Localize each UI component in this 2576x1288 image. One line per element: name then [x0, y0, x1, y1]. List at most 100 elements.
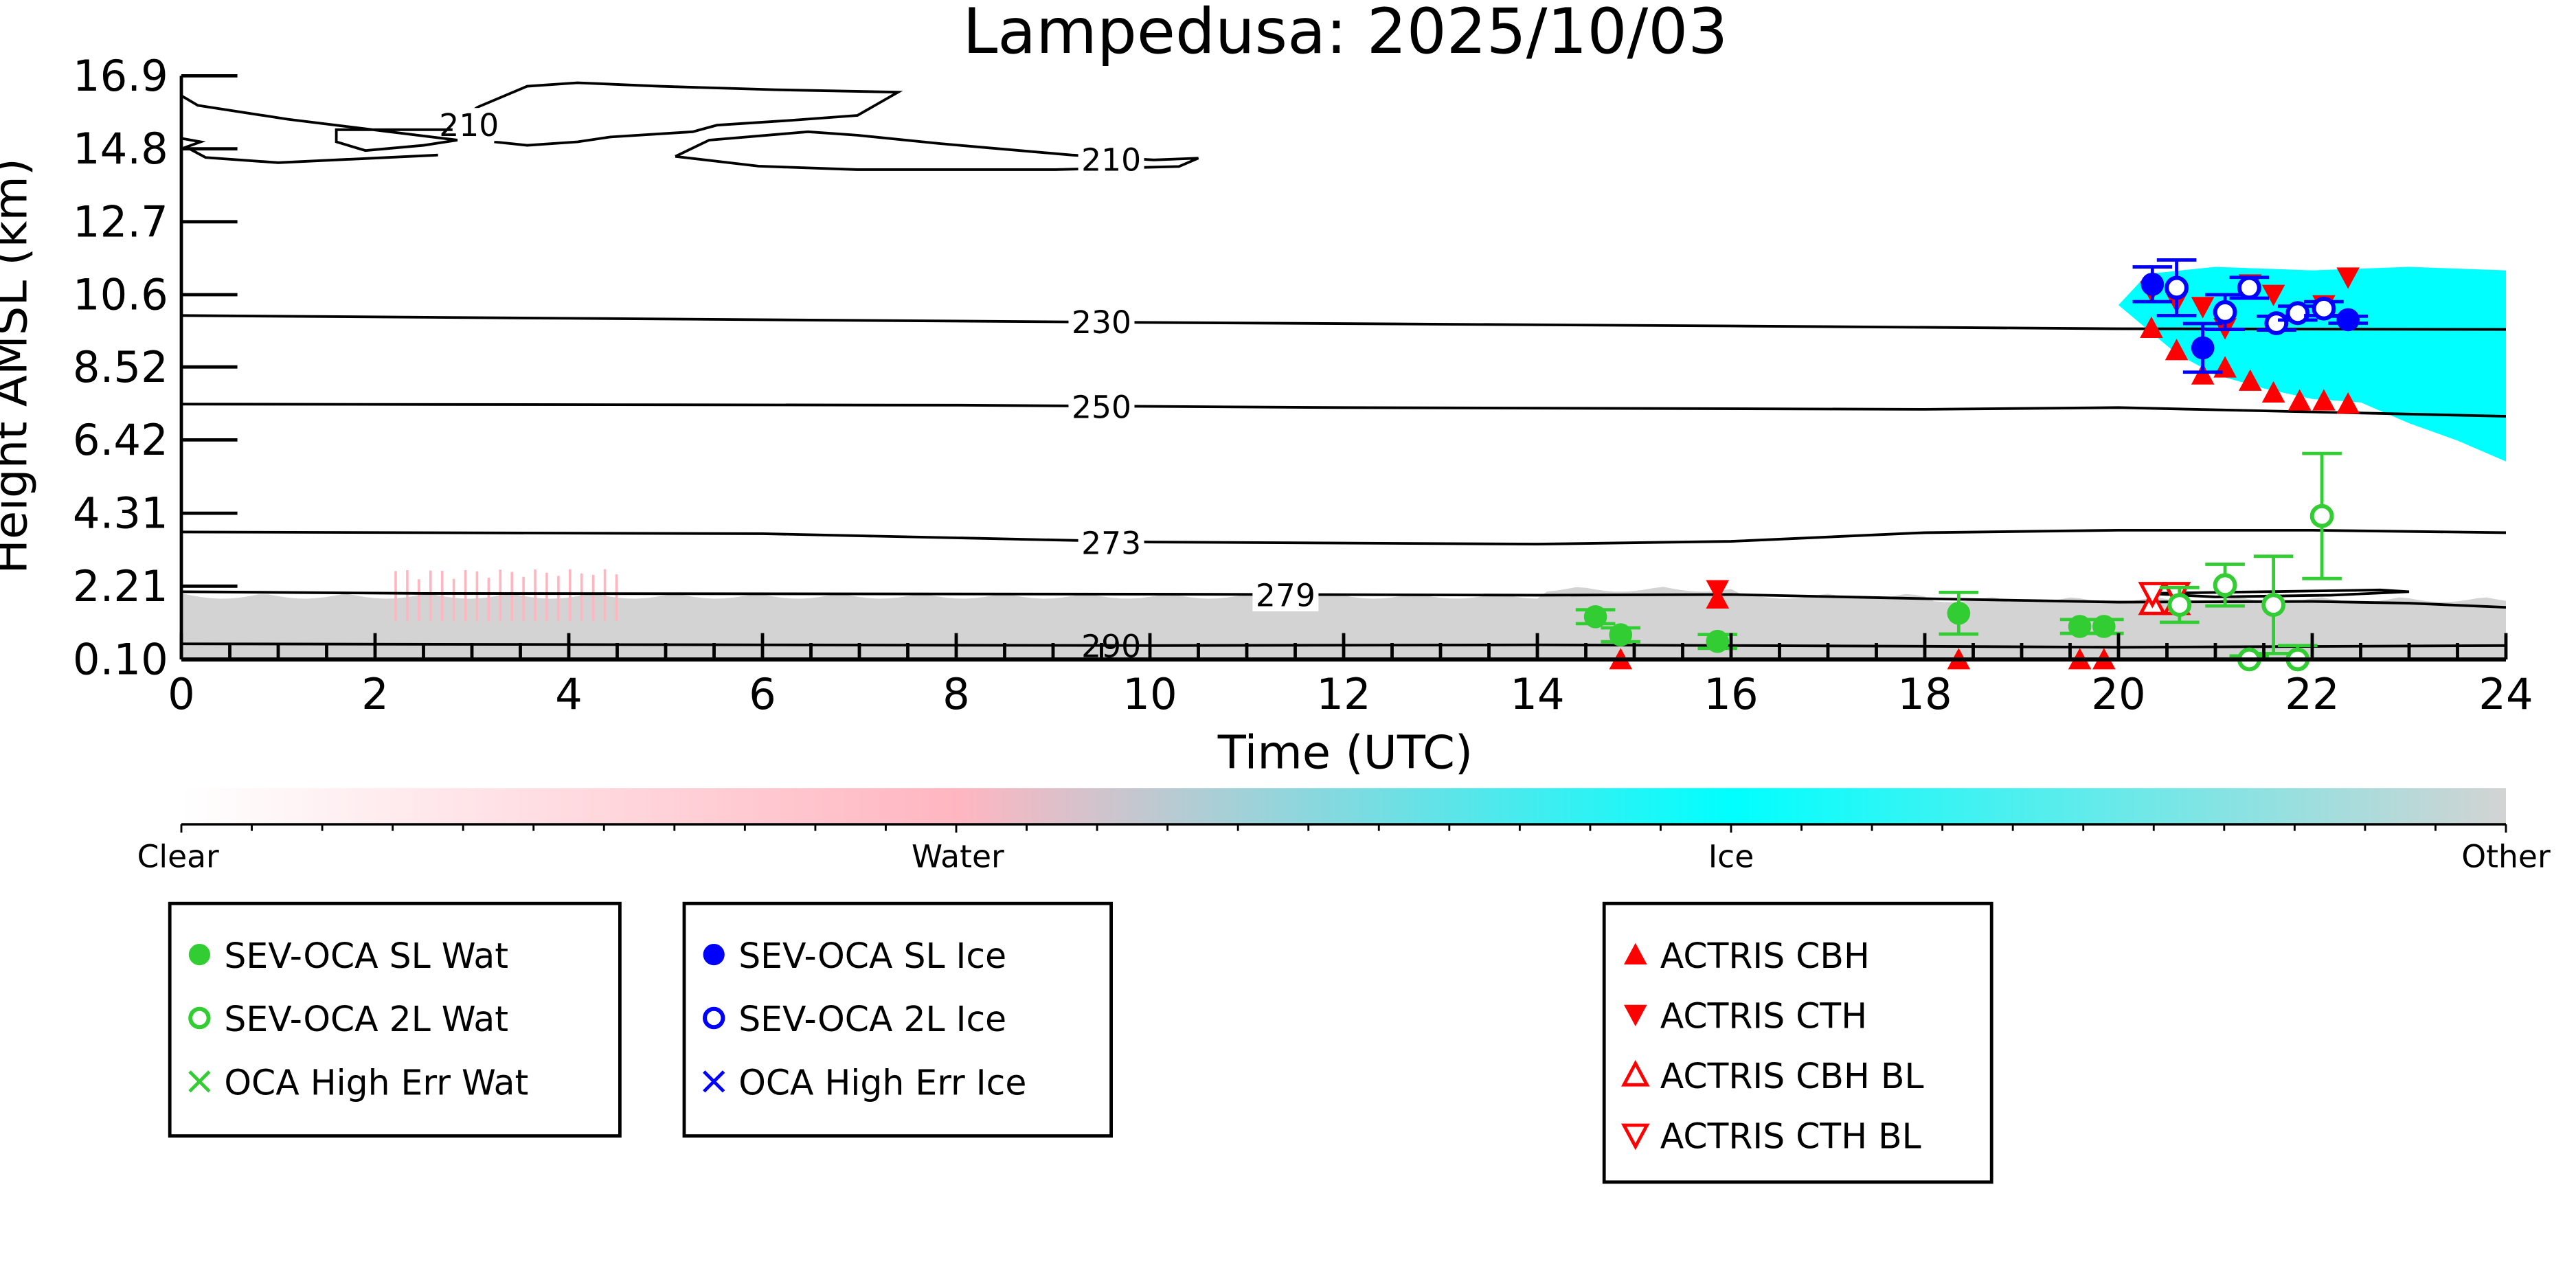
contour-label-bg: [1078, 526, 1144, 559]
legend-label: ACTRIS CBH: [1660, 936, 1870, 976]
x-tick-label: 10: [1122, 669, 1177, 719]
triangle-up-filled-marker: [1624, 942, 1647, 964]
colorbar-label-other: Other: [2461, 838, 2551, 874]
legend-label: OCA High Err Wat: [224, 1063, 528, 1103]
water-class-streak: [615, 574, 618, 622]
circle-open-marker: [703, 1006, 725, 1030]
triangle-down-filled-marker: [1624, 1004, 1647, 1026]
water-class-streak: [475, 571, 479, 622]
triangle-down-filled-marker: [2261, 284, 2285, 306]
circle-open-marker: [2237, 275, 2261, 300]
legend-item: ACTRIS CBH BL: [1620, 1056, 1924, 1096]
water-class-streak: [452, 578, 455, 622]
colorbar-gradient: [181, 788, 2506, 824]
y-tick-label: 14.8: [73, 124, 168, 174]
triangle-up-filled-marker: [2312, 389, 2336, 411]
water-class-streak: [510, 572, 513, 622]
contour-label: 279: [1256, 578, 1315, 614]
x-tick-label: 14: [1510, 669, 1564, 719]
circle-open-marker: [2261, 593, 2285, 618]
legend-item: SEV-OCA 2L Wat: [188, 999, 508, 1039]
y-tick-label: 2.21: [73, 561, 168, 611]
contour-label: 250: [1072, 389, 1131, 426]
contour-line: [181, 314, 2506, 331]
water-class-streak: [557, 576, 560, 622]
contour-label: 290: [1081, 629, 1141, 665]
legend-label: SEV-OCA 2L Wat: [224, 999, 508, 1039]
data-markers: [1575, 258, 2368, 672]
triangle-up-open-marker: [1620, 1059, 1650, 1087]
contour-label-bg: [1068, 305, 1135, 339]
legend-item: ACTRIS CTH: [1624, 995, 1867, 1036]
x-tick-label: 20: [2091, 669, 2145, 719]
circle-open-marker: [2264, 311, 2289, 335]
water-class-streak: [569, 569, 572, 622]
triangle-up-filled-marker: [2165, 339, 2189, 361]
water-class-streak: [440, 570, 444, 622]
y-tick-label: 12.7: [73, 196, 168, 247]
y-tick-label: 4.31: [73, 488, 168, 539]
triangle-up-filled-marker: [2140, 316, 2163, 338]
circle-open-marker: [2213, 300, 2237, 324]
legend-item: ACTRIS CTH BL: [1620, 1116, 1921, 1157]
legend-actris-box: [1602, 901, 1993, 1184]
legend-water-box: [168, 901, 622, 1138]
y-axis-label: Height AMSL (km): [0, 158, 37, 574]
water-class-streak: [464, 569, 467, 622]
contour-label: 210: [439, 107, 499, 144]
circle-open-marker: [2309, 504, 2334, 528]
x-axis-label: Time (UTC): [1217, 725, 1473, 779]
contour-label-bg: [1068, 389, 1135, 423]
x-tick-label: 18: [1897, 669, 1952, 719]
legend-label: OCA High Err Ice: [738, 1063, 1026, 1103]
circle-filled-marker: [1583, 605, 1607, 629]
contour-line: [181, 403, 2506, 418]
circle-filled-marker: [2336, 308, 2360, 332]
chart-title: Lampedusa: 2025/10/03: [962, 0, 1728, 68]
water-class-streak: [499, 569, 502, 622]
colorbar-ticks: [180, 824, 2507, 833]
x-tick-label: 2: [361, 669, 389, 719]
legend-item: ACTRIS CBH: [1624, 936, 1870, 976]
triangle-up-filled-marker: [2336, 392, 2360, 414]
water-class-streak: [603, 569, 607, 622]
legend-label: ACTRIS CBH BL: [1660, 1056, 1924, 1096]
water-class-streak: [487, 578, 490, 622]
water-class-streak: [394, 571, 397, 622]
x-tick-label: 24: [2478, 669, 2533, 719]
y-tick-label: 6.42: [73, 415, 168, 465]
colorbar: Clear Water Ice Other: [137, 788, 2551, 874]
legend-ice-box: [682, 901, 1113, 1138]
contour-line: [181, 94, 458, 152]
triangle-down-filled-marker: [1706, 580, 1730, 602]
x-tick-label: 8: [942, 669, 970, 719]
contour-label: 210: [1081, 142, 1141, 179]
contour-label-bg: [1078, 142, 1144, 176]
axes: [179, 76, 2506, 662]
contour-label: 273: [1081, 525, 1141, 561]
legend-item: SEV-OCA SL Ice: [703, 936, 1006, 976]
water-class-streak: [591, 574, 595, 622]
contour-line: [181, 590, 2506, 609]
circle-filled-marker: [2140, 273, 2165, 296]
triangle-down-filled-marker: [2336, 267, 2360, 289]
triangle-up-filled-marker: [2238, 369, 2262, 391]
circle-open-marker: [2165, 275, 2189, 300]
x-tick-label: 12: [1316, 669, 1370, 719]
circle-filled-marker: [188, 944, 210, 966]
water-class-streak: [418, 579, 420, 622]
water-class-streak: [534, 569, 536, 622]
triangle-down-open-marker: [2138, 582, 2167, 609]
x-tick-label: 6: [749, 669, 776, 719]
circle-filled-marker: [2092, 615, 2116, 638]
colorbar-label-clear: Clear: [137, 838, 219, 874]
legend-label: SEV-OCA SL Ice: [738, 936, 1006, 976]
contour-line: [461, 81, 903, 147]
water-class-streak: [580, 573, 583, 622]
y-tick-label: 0.10: [73, 635, 168, 685]
legend-item: SEV-OCA SL Wat: [188, 936, 508, 976]
